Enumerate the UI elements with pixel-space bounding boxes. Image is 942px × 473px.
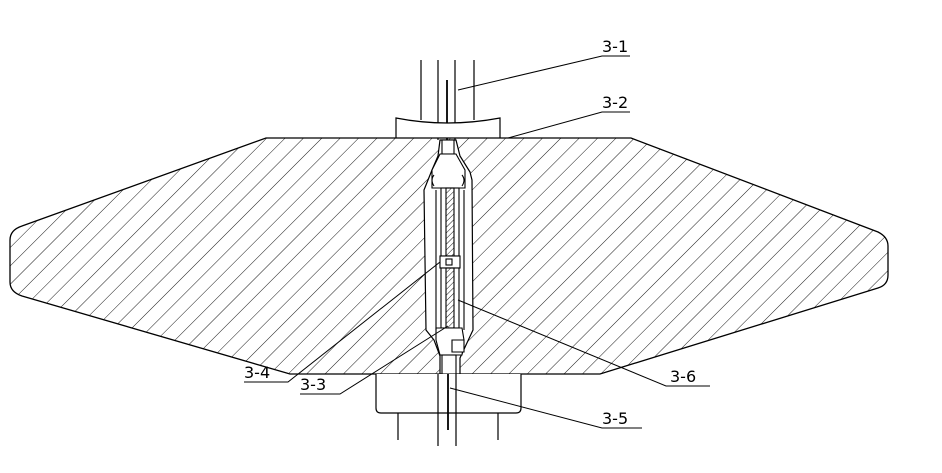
label-3-5: 3-5 — [602, 409, 628, 428]
label-3-3: 3-3 — [300, 375, 326, 394]
top-saddle — [395, 117, 501, 138]
lower-rods — [397, 374, 499, 446]
label-3-2: 3-2 — [602, 93, 628, 112]
label-3-4: 3-4 — [244, 363, 270, 382]
label-3-6: 3-6 — [670, 367, 696, 386]
leader-lines — [244, 55, 710, 429]
connector-assembly — [431, 139, 466, 375]
label-3-1: 3-1 — [602, 37, 628, 56]
